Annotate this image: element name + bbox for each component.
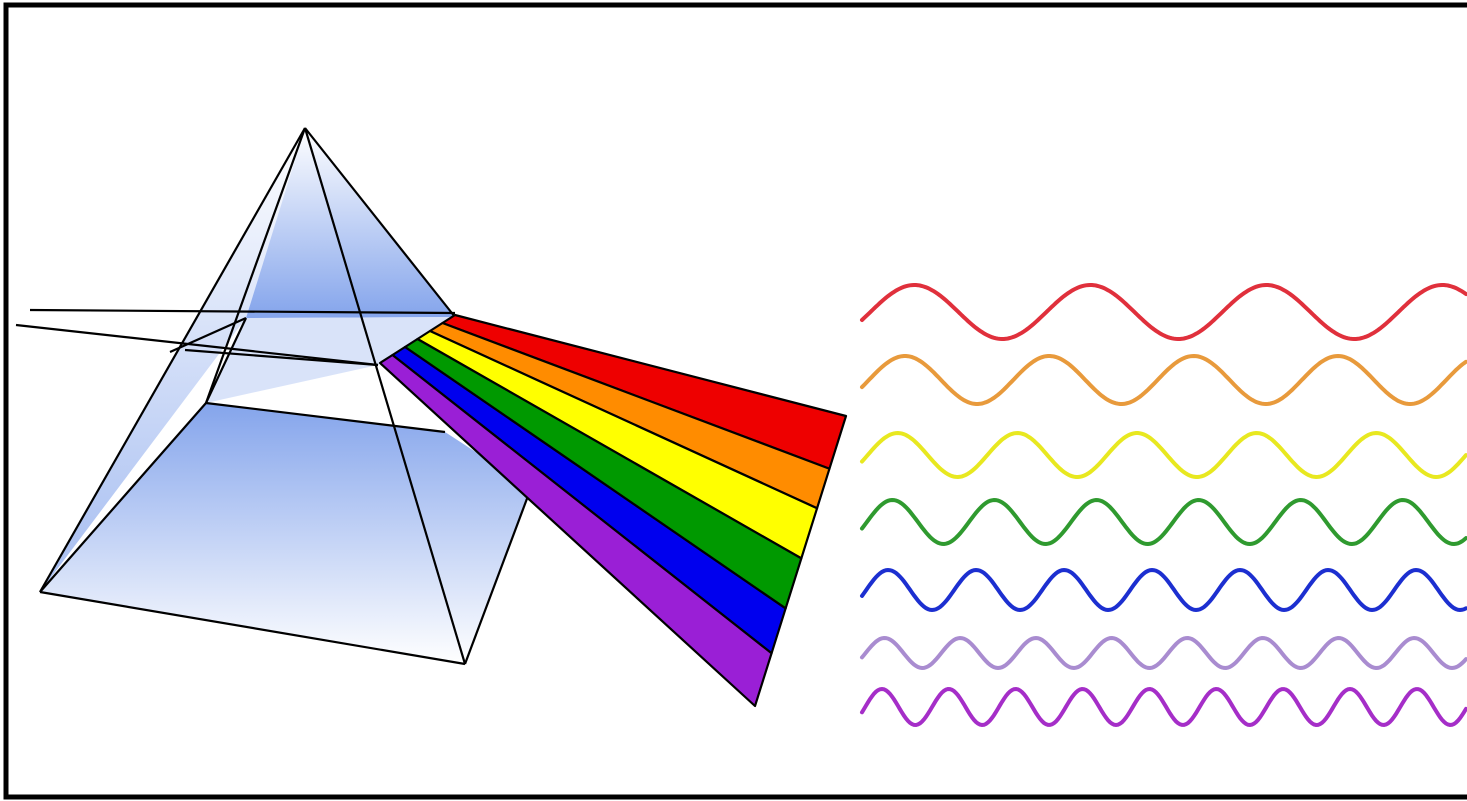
wave-blue [860,567,1467,613]
wave-violet [860,686,1467,728]
wave-yellow [860,430,1467,480]
edge-apex-front [303,127,467,665]
incoming-ray-bottom [15,323,379,367]
wave-green [860,497,1467,547]
incoming-ray-top [29,308,456,315]
edge-base-back [205,401,446,434]
wave-red [860,283,1467,341]
edge-apex-backleft [204,127,307,404]
edge-base-front [39,590,466,666]
prism-base [40,403,531,664]
spectrum-fan [378,313,848,708]
edge-base-left [39,402,207,593]
wave-orange [860,353,1467,407]
edge-apex-right [304,127,456,318]
edge-inner-diag [169,316,247,354]
edge-base-right [463,487,533,665]
prism-front-face [246,128,455,318]
edge-apex-left [39,127,306,593]
spectrum-band-violet [378,353,773,708]
wave-lavender [860,635,1467,671]
wavelength-waves [860,283,1467,728]
prism [15,127,533,666]
edge-inner-left [205,317,247,404]
